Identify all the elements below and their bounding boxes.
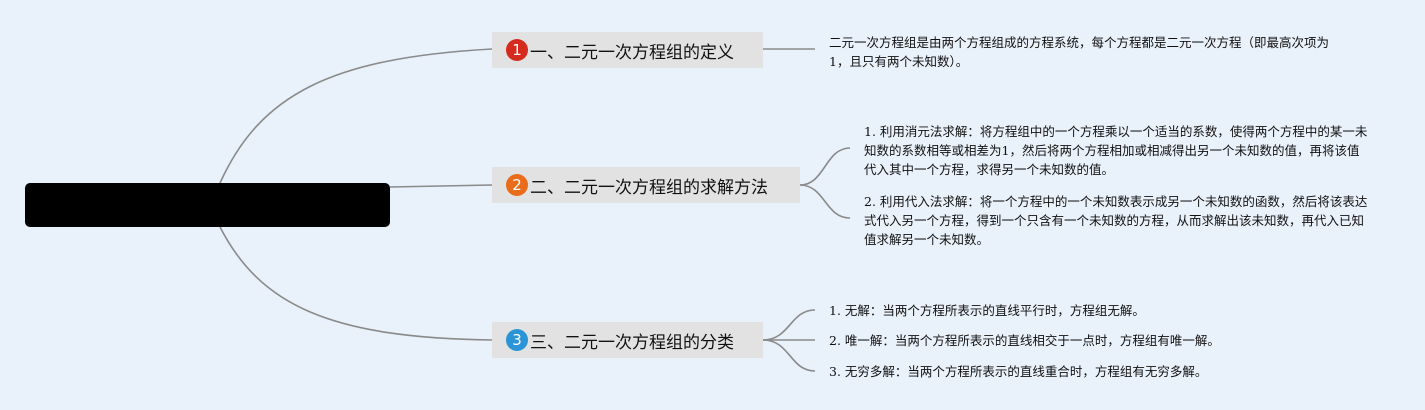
connector-root-branch-2	[389, 184, 493, 188]
branch-classification[interactable]: 3 三、二元一次方程组的分类	[492, 322, 763, 358]
connector-branch-3-leaf-1	[762, 309, 816, 341]
branch-definition[interactable]: 1 一、二元一次方程组的定义	[492, 32, 763, 68]
connector-branch-2-leaf-1	[799, 147, 851, 186]
number-badge-3: 3	[506, 329, 528, 351]
root-node[interactable]	[25, 183, 390, 227]
connector-branch-2-leaf-2	[799, 184, 851, 219]
leaf-unique-solution: 2. 唯一解：当两个方程所表示的直线相交于一点时，方程组有唯一解。	[829, 333, 1220, 348]
leaf-substitution-method: 2. 利用代入法求解：将一个方程中的一个未知数表示成另一个未知数的函数，然后将该…	[864, 194, 1368, 247]
branch-title: 一、二元一次方程组的定义	[530, 42, 734, 63]
leaf-no-solution: 1. 无解：当两个方程所表示的直线平行时，方程组无解。	[829, 303, 1145, 318]
number-badge-1: 1	[506, 39, 528, 61]
branch-title: 三、二元一次方程组的分类	[530, 332, 734, 353]
leaf-infinite-solutions: 3. 无穷多解：当两个方程所表示的直线重合时，方程组有无穷多解。	[829, 364, 1208, 379]
branch-solving-methods[interactable]: 2 二、二元一次方程组的求解方法	[492, 167, 800, 203]
number-badge-2: 2	[506, 174, 528, 196]
connector-root-branch-1	[219, 48, 493, 184]
connector-root-branch-3	[219, 226, 493, 341]
connector-branch-3-leaf-3	[762, 339, 816, 372]
leaf-definition-text: 二元一次方程组是由两个方程组成的方程系统，每个方程都是二元一次方程（即最高次项为…	[829, 35, 1330, 69]
leaf-elimination-method: 1. 利用消元法求解：将方程组中的一个方程乘以一个适当的系数，使得两个方程中的某…	[864, 124, 1368, 177]
branch-title: 二、二元一次方程组的求解方法	[530, 177, 768, 198]
